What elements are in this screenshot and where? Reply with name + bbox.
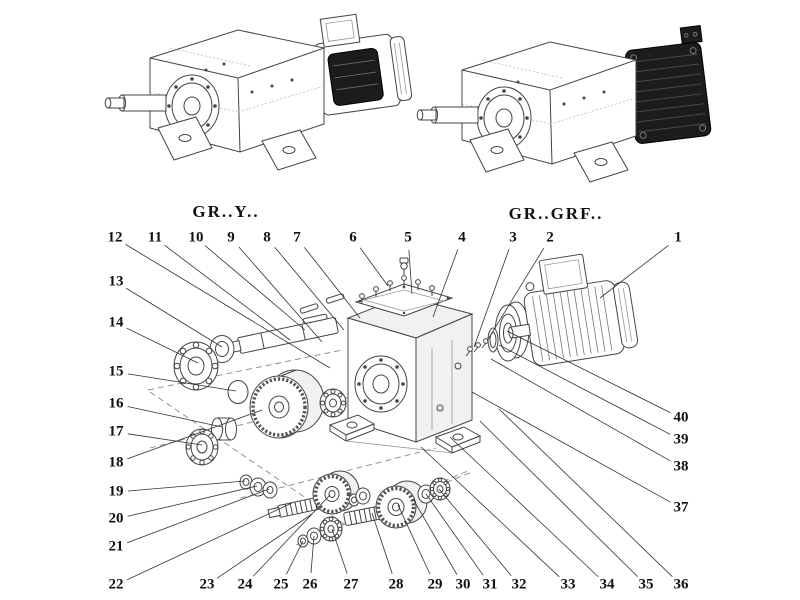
bottom-bearing-right [429,477,451,501]
motor-left [313,13,413,116]
callout-39: 39 [671,431,691,448]
model-label-right: GR..GRF.. [508,204,604,223]
callout-20: 20 [106,510,126,527]
callout-38: 38 [671,458,691,475]
callout-24: 24 [235,576,255,593]
gearbox-right [416,41,637,183]
output-shaft [222,313,339,355]
callout-30: 30 [453,576,473,593]
callout-25: 25 [271,576,291,593]
cover-screws [359,257,435,304]
callout-4: 4 [456,229,468,246]
callout-7: 7 [291,229,303,246]
model-label-left: GR..Y.. [192,202,260,221]
callout-17: 17 [106,423,126,440]
callout-14: 14 [106,314,126,331]
callout-1: 1 [672,229,684,246]
callout-19: 19 [106,483,126,500]
callout-5: 5 [402,229,414,246]
callout-10: 10 [186,229,206,246]
assembled-view-gr-grf [416,25,712,183]
exploded-view [147,253,639,548]
callout-31: 31 [480,576,500,593]
output-bearing-upper [173,341,219,391]
mid-bearing [319,388,347,418]
callout-6: 6 [347,229,359,246]
callout-21: 21 [106,538,126,555]
callout-23: 23 [197,576,217,593]
callout-35: 35 [636,576,656,593]
output-bearing-lower [185,428,219,466]
output-gear [249,369,325,439]
callout-22: 22 [106,576,126,593]
callout-33: 33 [558,576,578,593]
gear-housing [328,283,482,454]
intermediate-gear [312,470,371,515]
callout-18: 18 [106,454,126,471]
callout-32: 32 [509,576,529,593]
callout-36: 36 [671,576,691,593]
callout-16: 16 [106,395,126,412]
brake-unit-right [624,25,712,144]
callout-27: 27 [341,576,361,593]
assembled-view-gr-y [104,13,413,171]
shaft-keys [299,293,345,314]
callout-13: 13 [106,273,126,290]
callout-2: 2 [544,229,556,246]
callout-28: 28 [386,576,406,593]
callout-9: 9 [225,229,237,246]
callout-40: 40 [671,409,691,426]
callout-37: 37 [671,499,691,516]
callout-34: 34 [597,576,617,593]
circlip [227,380,249,404]
callout-26: 26 [300,576,320,593]
callout-29: 29 [425,576,445,593]
bottom-washers [297,527,322,548]
bottom-bearing-left [319,516,343,542]
callout-3: 3 [507,229,519,246]
callout-8: 8 [261,229,273,246]
gearbox-left [104,29,325,171]
callout-12: 12 [105,229,125,246]
callout-15: 15 [106,363,126,380]
spacer-rings [239,474,278,499]
callout-11: 11 [145,229,165,246]
bottom-gear [375,480,428,529]
